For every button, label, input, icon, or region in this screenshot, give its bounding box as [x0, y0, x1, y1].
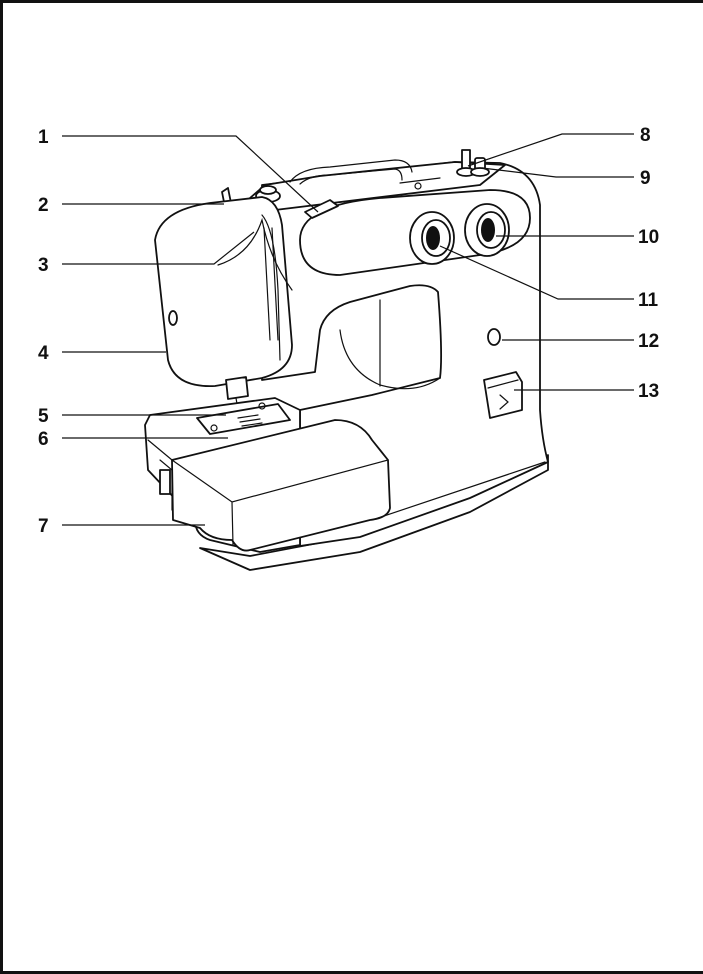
arch-inner-line [339, 329, 441, 390]
accessory-latch [159, 469, 171, 495]
needle-plate-screw-2 [258, 402, 266, 410]
leader-11 [439, 245, 634, 300]
needle-plate-screw-1 [210, 424, 218, 432]
callout-numbers: 1 2 3 4 5 6 7 8 9 10 11 12 13 [38, 125, 659, 537]
callout-8: 8 [640, 125, 651, 146]
callout-12: 12 [638, 331, 659, 352]
leader-9 [481, 167, 634, 178]
carrying-handle [289, 159, 413, 185]
face-plate-slot [263, 227, 279, 341]
callout-4: 4 [38, 343, 49, 364]
needle-plate [196, 403, 291, 435]
free-arm-end [147, 439, 173, 511]
callout-10: 10 [638, 227, 659, 248]
callout-1: 1 [38, 127, 49, 148]
callout-3: 3 [38, 255, 49, 276]
base-front-line [371, 461, 546, 521]
accessory-table [171, 419, 391, 552]
callout-11: 11 [638, 290, 659, 311]
callout-5: 5 [38, 406, 49, 427]
leader-lines [62, 133, 634, 526]
thread-path-curve [217, 217, 293, 291]
indicator-light [487, 328, 501, 346]
reverse-stitch-button [483, 371, 523, 419]
callout-9: 9 [640, 168, 651, 189]
callout-13: 13 [638, 381, 659, 402]
leader-8 [467, 133, 634, 167]
side-knob [168, 310, 178, 326]
stitch-length-dial [409, 211, 455, 265]
callout-2: 2 [38, 195, 49, 216]
accessory-table-edge [171, 459, 389, 546]
machine-head [154, 196, 293, 387]
leader-1 [62, 135, 319, 213]
callout-6: 6 [38, 429, 49, 450]
pattern-selector-dial [464, 203, 510, 257]
leader-3 [62, 231, 255, 265]
callout-7: 7 [38, 516, 49, 537]
feed-dogs [237, 414, 263, 427]
sewing-machine-illustration [144, 149, 549, 571]
